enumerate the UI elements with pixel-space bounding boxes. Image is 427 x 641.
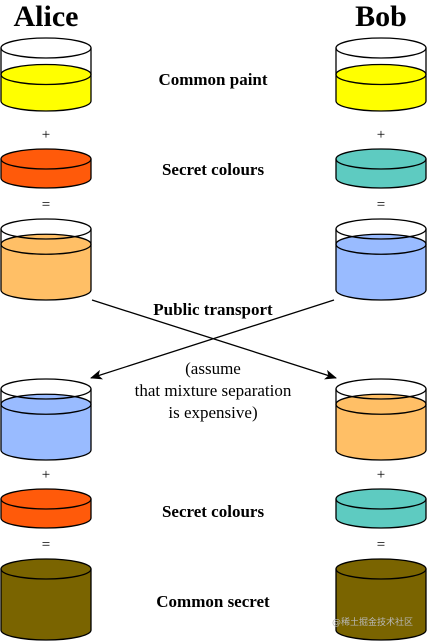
alice-header: Alice [14,0,79,33]
note-line-1: (assume [185,359,241,378]
bob-secret-2-liquid-surface [335,488,427,510]
alice-mix-outline [0,229,92,301]
bob-mix-liquid [336,244,426,300]
bob-mix-liquid-surface [335,233,427,255]
alice-common-secret-outline [0,569,92,641]
bob-paint-container [335,37,427,112]
alice-received-outline [0,389,92,461]
alice-secret-2-liquid-surface [0,488,92,510]
common-secret-label: Common secret [156,592,270,611]
bob-secret-2-outline [335,499,427,529]
alice-mix-container [0,218,92,301]
alice-plus-1: + [42,127,50,143]
alice-secret-2-container [0,488,92,529]
alice-secret-container [0,148,92,189]
bob-paint-liquid-surface [335,63,427,86]
alice-mix-liquid [1,244,91,300]
alice-received-liquid [1,404,91,460]
alice-secret-liquid-surface [0,148,92,170]
bob-common-secret-liquid-surface [335,558,427,580]
alice-secret-outline [0,159,92,189]
note-line-2: that mixture separation [135,381,292,400]
alice-received-container [0,378,92,461]
arrow-bob-to-alice [90,299,335,380]
bob-received-liquid [336,404,426,460]
alice-common-secret-liquid-surface [0,558,92,580]
bob-plus-2: + [377,467,385,483]
alice-equals-1: = [42,197,50,213]
bob-common-secret-liquid [336,569,426,640]
bob-paint-rim [335,37,427,59]
watermark: @稀土掘金技术社区 [332,616,413,628]
alice-mix-rim [0,218,92,240]
containers-layer [0,37,427,641]
bob-mix-outline [335,229,427,301]
bob-header: Bob [355,0,407,33]
bob-mix-container [335,218,427,301]
bob-common-secret-outline [335,569,427,641]
bob-mix-rim [335,218,427,240]
bob-received-container [335,378,427,461]
public-transport-label: Public transport [153,300,273,319]
bob-secret-liquid-surface [335,148,427,170]
bob-secret-container [335,148,427,189]
bob-plus-1: + [377,127,385,143]
common-paint-label: Common paint [158,70,267,89]
secret-colours-label-1: Secret colours [162,160,265,179]
alice-mix-liquid-surface [0,233,92,255]
alice-received-rim [0,378,92,400]
bob-common-secret-container [335,558,427,641]
alice-plus-2: + [42,467,50,483]
alice-common-secret-liquid [1,569,91,640]
alice-paint-rim [0,37,92,59]
note-line-3: is expensive) [168,403,257,422]
alice-secret-2-outline [0,499,92,529]
bob-received-rim [335,378,427,400]
alice-paint-outline [0,48,92,112]
bob-received-liquid-surface [335,393,427,415]
alice-equals-2: = [42,537,50,553]
bob-secret-2-container [335,488,427,529]
secret-colours-label-2: Secret colours [162,502,265,521]
bob-paint-outline [335,48,427,112]
bob-equals-1: = [377,197,385,213]
bob-equals-2: = [377,537,385,553]
alice-received-liquid-surface [0,393,92,415]
alice-paint-liquid-surface [0,63,92,86]
alice-common-secret-container [0,558,92,641]
alice-paint-container [0,37,92,112]
bob-received-outline [335,389,427,461]
bob-secret-outline [335,159,427,189]
